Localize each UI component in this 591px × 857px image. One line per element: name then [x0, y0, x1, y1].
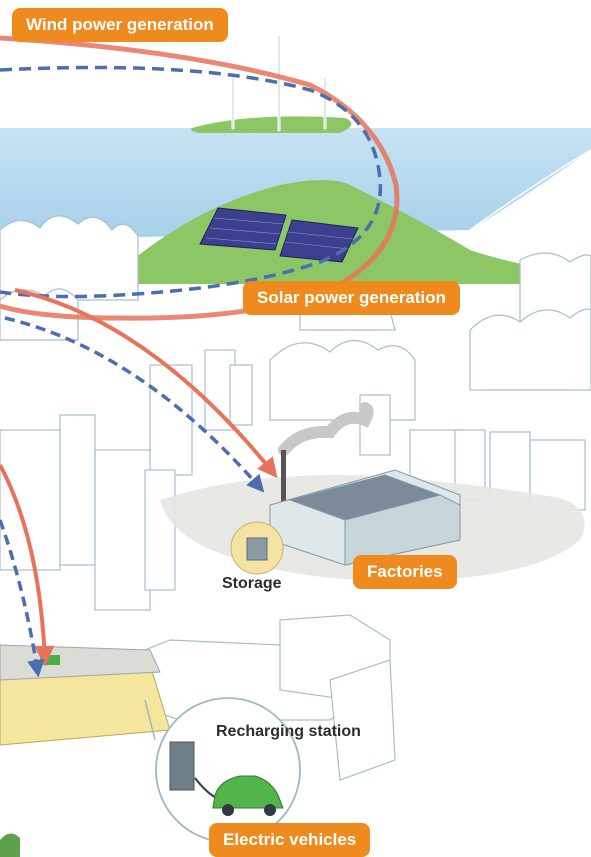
wave-lines: [469, 149, 591, 231]
smoke: [278, 402, 374, 456]
storage-battery: [246, 537, 268, 561]
power-arrow-factories: [14, 288, 278, 479]
lower-buildings: [119, 614, 396, 781]
data-arrow-station: [0, 519, 45, 678]
charger-unit: [169, 741, 195, 791]
recharging-station-label: Recharging station: [216, 723, 361, 740]
data-arrow-factories: [4, 316, 265, 493]
storage-label: Storage: [222, 575, 282, 592]
data-ring: [0, 65, 383, 299]
chimney: [281, 450, 286, 510]
wind-power-label: Wind power generation: [12, 8, 228, 42]
solar-power-label: Solar power generation: [243, 281, 460, 315]
power-arrow-station: [0, 464, 55, 666]
factory: [269, 469, 461, 566]
partial-green-icon: [0, 833, 20, 857]
power-ring: [0, 35, 400, 321]
factories-label: Factories: [353, 555, 457, 589]
solar-panels: [199, 207, 359, 263]
wind-island: [191, 116, 352, 133]
solar-hill: [130, 180, 591, 284]
city-buildings: [0, 349, 586, 611]
electric-vehicles-label: Electric vehicles: [209, 823, 371, 857]
ev-car: [212, 775, 284, 809]
